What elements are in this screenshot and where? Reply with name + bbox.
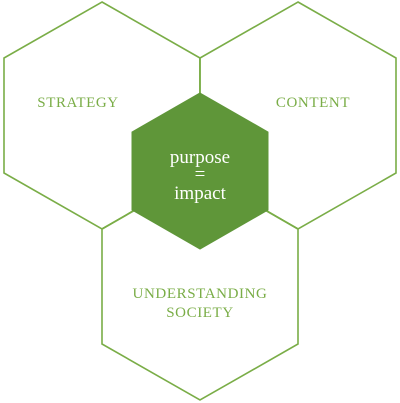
label-society: SOCIETY [166,305,234,321]
hexagon-center [131,92,269,250]
center-label-purpose: purpose [170,147,230,168]
label-content: CONTENT [276,95,350,111]
label-understanding: UNDERSTANDING [133,286,268,302]
label-strategy: STRATEGY [37,95,118,111]
center-label-equals: = [195,164,206,185]
center-label-impact: impact [174,183,226,204]
